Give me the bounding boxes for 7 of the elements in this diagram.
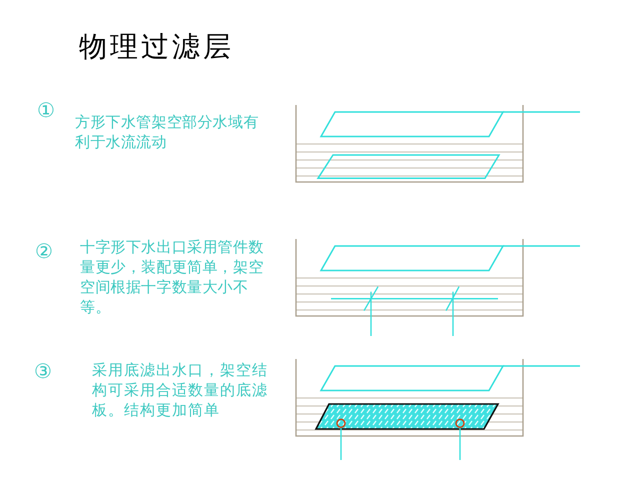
page-title: 物理过滤层: [79, 32, 234, 62]
item-number: ③: [34, 359, 52, 383]
description-text: 方形下水管架空部分水域有利于水流流动: [75, 112, 260, 152]
item-number: ②: [35, 239, 53, 263]
description-text: 采用底滤出水口，架空结构可采用合适数量的底滤板。结构更加简单: [92, 360, 269, 420]
item-number: ①: [37, 98, 55, 122]
description-text: 十字形下水出口采用管件数量更少，装配更简单，架空空间根据十字数量大小不等。: [80, 237, 265, 317]
